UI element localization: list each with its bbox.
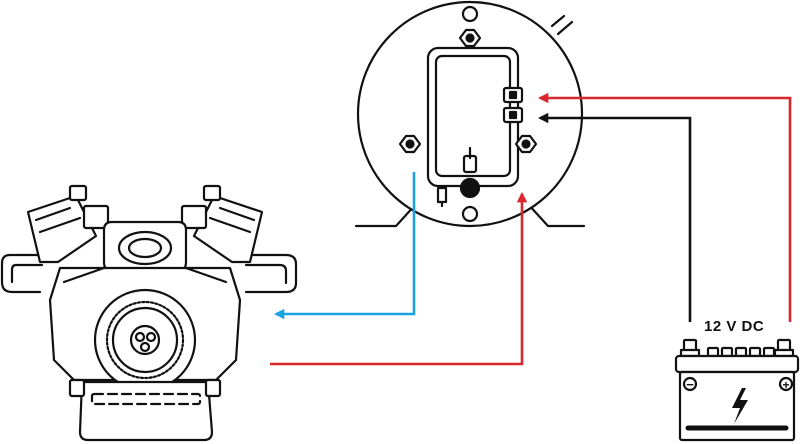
car-battery-icon xyxy=(674,338,800,442)
hot-wire-engine-to-heater xyxy=(270,191,528,366)
lightning-bolt-icon xyxy=(732,388,748,424)
battery-plus-symbol: + xyxy=(782,378,789,392)
dc-positive-wire xyxy=(537,92,792,322)
dc-negative-wire xyxy=(537,112,692,322)
heater-unit-icon xyxy=(354,0,586,228)
engine-icon xyxy=(0,184,298,442)
battery-minus-symbol: − xyxy=(686,377,694,392)
cold-wire-heater-to-engine xyxy=(273,172,416,320)
battery-voltage-label: 12 V DC xyxy=(704,318,765,335)
